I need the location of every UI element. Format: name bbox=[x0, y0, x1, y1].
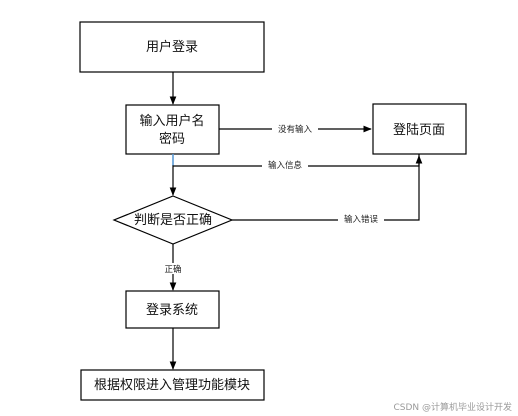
node-login-page-label: 登陆页面 bbox=[393, 122, 445, 138]
node-decision-label: 判断是否正确 bbox=[134, 213, 212, 228]
edge-input-info-label-bg bbox=[262, 160, 308, 171]
node-manage-modules-box bbox=[80, 369, 265, 401]
node-manage-modules-label: 根据权限进入管理功能模块 bbox=[94, 377, 250, 393]
node-user-login: 用户登录 bbox=[79, 21, 265, 73]
node-login-system-box bbox=[125, 290, 220, 329]
node-manage-modules: 根据权限进入管理功能模块 bbox=[80, 369, 265, 401]
edge-no-input-label: 没有输入 bbox=[278, 124, 313, 135]
edge-input-error bbox=[232, 155, 423, 221]
node-input-credentials: 输入用户名 密码 bbox=[125, 104, 220, 155]
edge-correct-label: 正确 bbox=[164, 264, 181, 275]
node-input-credentials-label-line1: 输入用户名 bbox=[139, 113, 204, 129]
watermark: CSDN @计算机毕业设计开发 bbox=[393, 401, 512, 413]
node-login-page: 登陆页面 bbox=[372, 103, 467, 155]
node-login-system-label: 登录系统 bbox=[146, 303, 198, 318]
node-input-credentials-label-line2: 密码 bbox=[159, 131, 185, 147]
edge-input-error-label: 输入错误 bbox=[344, 214, 379, 225]
node-login-system: 登录系统 bbox=[125, 290, 220, 329]
edge-correct-label-bg bbox=[161, 263, 185, 274]
edge-input-info-label: 输入信息 bbox=[268, 160, 303, 171]
node-user-login-label: 用户登录 bbox=[146, 39, 198, 55]
edge-no-input-label-bg bbox=[272, 123, 318, 134]
edge-input-error-label-bg bbox=[338, 214, 384, 225]
node-input-credentials-box bbox=[125, 104, 220, 155]
node-user-login-box bbox=[79, 21, 265, 73]
node-decision: 判断是否正确 bbox=[112, 195, 234, 245]
